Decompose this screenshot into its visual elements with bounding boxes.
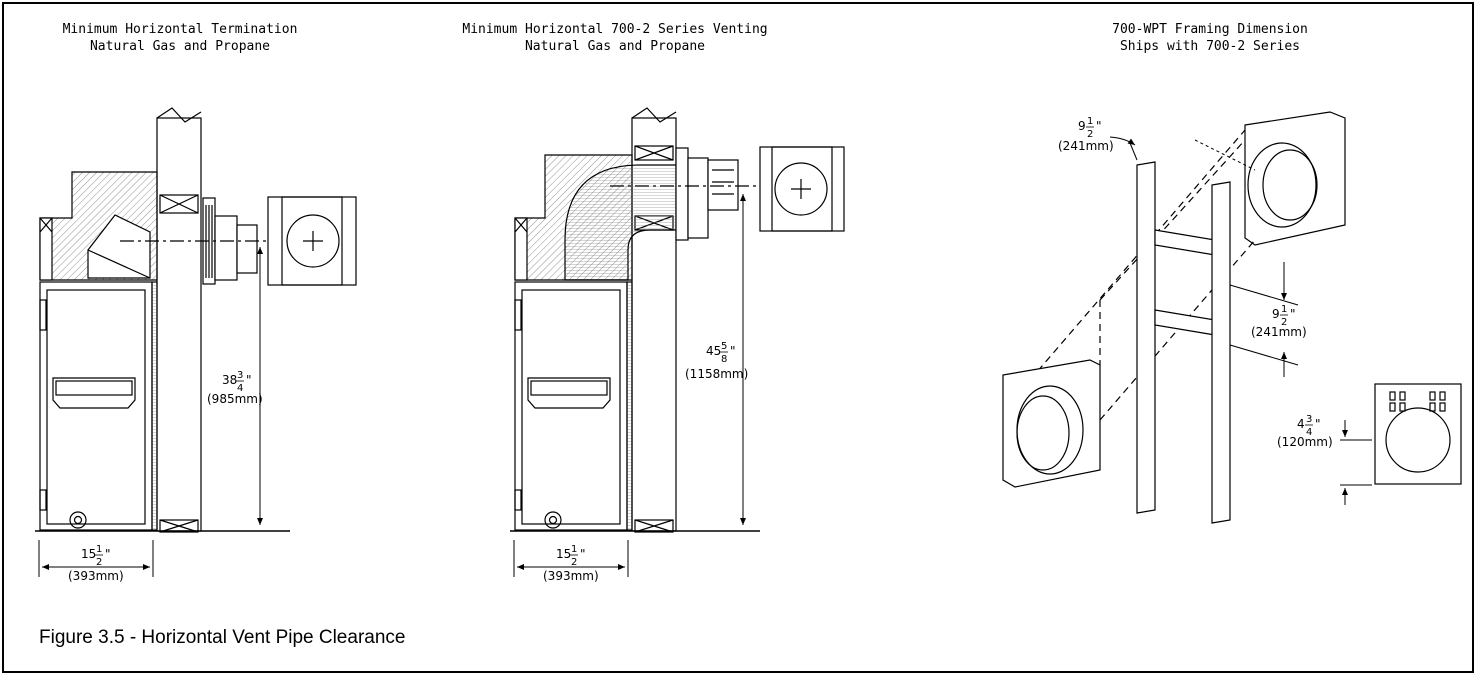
svg-text:4: 4 — [1297, 417, 1305, 431]
title-termination-line-1: Minimum Horizontal Termination — [62, 22, 298, 37]
svg-text:15: 15 — [81, 547, 96, 561]
dim-framing-top: 9 1 2 " (241mm) — [1058, 116, 1114, 153]
panel-framing — [1002, 111, 1462, 524]
title-venting-line-2: Natural Gas and Propane — [524, 39, 705, 54]
fireplace-body — [514, 281, 628, 531]
svg-text:4: 4 — [1306, 427, 1312, 438]
svg-text:2: 2 — [1087, 129, 1093, 140]
svg-text:4: 4 — [237, 383, 243, 394]
svg-text:45: 45 — [706, 344, 721, 358]
control-door — [527, 377, 611, 409]
svg-text:9: 9 — [1078, 119, 1086, 133]
svg-text:1: 1 — [1087, 116, 1093, 127]
title-termination-line-2: Natural Gas and Propane — [89, 39, 270, 54]
panel-venting — [510, 107, 845, 577]
fireplace-body — [39, 281, 153, 531]
stud-left — [1136, 161, 1156, 514]
svg-text:(1158mm): (1158mm) — [685, 367, 748, 381]
svg-text:1: 1 — [1281, 304, 1287, 315]
svg-text:9: 9 — [1272, 307, 1280, 321]
wall-header-block — [159, 194, 199, 214]
dim-framing-plate: 4 3 4 " (120mm) — [1277, 414, 1333, 449]
svg-text:": " — [105, 547, 111, 561]
svg-text:1: 1 — [571, 544, 577, 555]
svg-text:2: 2 — [571, 557, 577, 568]
svg-text:(393mm): (393mm) — [543, 569, 599, 583]
vent-elbow — [87, 214, 151, 279]
title-framing-line-2: Ships with 700-2 Series — [1119, 39, 1300, 54]
svg-text:5: 5 — [721, 341, 727, 352]
svg-text:(241mm): (241mm) — [1251, 325, 1307, 339]
panel-termination — [35, 107, 357, 577]
control-door — [52, 377, 136, 409]
svg-text:": " — [730, 344, 736, 358]
title-venting-line-1: Minimum Horizontal 700-2 Series Venting — [462, 22, 768, 37]
termination-cap — [707, 159, 739, 211]
svg-text:": " — [1290, 307, 1296, 321]
svg-text:15: 15 — [556, 547, 571, 561]
gas-inlet — [544, 511, 562, 529]
wall-break — [156, 107, 202, 123]
dim-width-venting: 15 1 2 " (393mm) — [543, 544, 599, 583]
stud-right — [1211, 181, 1231, 524]
svg-text:38: 38 — [222, 373, 237, 387]
svg-text:(120mm): (120mm) — [1277, 435, 1333, 449]
svg-text:(985mm): (985mm) — [207, 392, 263, 406]
svg-text:": " — [580, 547, 586, 561]
svg-text:3: 3 — [237, 370, 243, 381]
svg-text:1: 1 — [96, 544, 102, 555]
svg-text:": " — [1315, 417, 1321, 431]
svg-text:(241mm): (241mm) — [1058, 139, 1114, 153]
svg-text:": " — [246, 373, 252, 387]
wall-break — [631, 107, 677, 123]
title-venting: Minimum Horizontal 700-2 Series Venting … — [455, 21, 775, 55]
svg-text:2: 2 — [96, 557, 102, 568]
dim-height-termination: 38 3 4 " (985mm) — [207, 370, 263, 406]
svg-text:8: 8 — [721, 354, 727, 365]
title-framing-line-1: 700-WPT Framing Dimension — [1112, 22, 1308, 37]
gas-inlet — [69, 511, 87, 529]
svg-text:(393mm): (393mm) — [68, 569, 124, 583]
title-framing: 700-WPT Framing Dimension Ships with 700… — [1060, 21, 1360, 55]
svg-text:3: 3 — [1306, 414, 1312, 425]
dim-width-termination: 15 1 2 " (393mm) — [68, 544, 124, 583]
figure-caption: Figure 3.5 - Horizontal Vent Pipe Cleara… — [39, 627, 406, 648]
flex-vent-pipe — [564, 164, 701, 281]
svg-text:": " — [1096, 119, 1102, 133]
dim-framing-mid: 9 1 2 " (241mm) — [1251, 304, 1307, 339]
dim-height-venting: 45 5 8 " (1158mm) — [685, 341, 748, 381]
svg-text:2: 2 — [1281, 317, 1287, 328]
title-termination: Minimum Horizontal Termination Natural G… — [30, 21, 330, 55]
wall-column — [156, 117, 202, 532]
